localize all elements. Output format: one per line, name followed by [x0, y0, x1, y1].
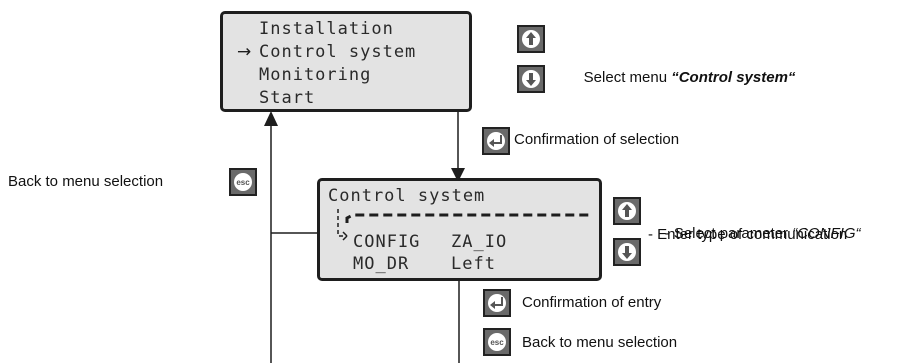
up-arrow-icon — [618, 202, 636, 220]
up-key-config[interactable] — [613, 197, 641, 225]
param-config: CONFIG — [353, 232, 421, 252]
menu-item-installation: Installation — [259, 19, 394, 39]
down-arrow-icon — [618, 243, 636, 261]
enter-icon — [487, 132, 505, 150]
esc-key-bottom[interactable]: esc — [483, 328, 511, 356]
down-arrow-icon — [522, 70, 540, 88]
down-key-config[interactable] — [613, 238, 641, 266]
down-key[interactable] — [517, 65, 545, 93]
enter-type-label: - Enter type of communication — [648, 226, 848, 243]
esc-key-text: esc — [490, 338, 504, 347]
value-za-io: ZA_IO — [451, 232, 508, 252]
menu-item-start: Start — [259, 88, 316, 108]
control-system-display: Control system CONFIG ZA_IO MO_DR Left — [317, 178, 602, 281]
enter-icon — [488, 294, 506, 312]
value-left: Left — [451, 254, 496, 274]
back-arrow-head — [264, 111, 278, 126]
esc-icon: esc — [488, 333, 506, 351]
up-key[interactable] — [517, 25, 545, 53]
main-menu-display: → Installation Control system Monitoring… — [220, 11, 472, 112]
arrow-to-submenu-head — [451, 168, 465, 182]
select-parameter-prefix: - Select parameter — [664, 225, 793, 242]
up-arrow-icon — [522, 30, 540, 48]
back-to-menu-bottom-label: Back to menu selection — [522, 334, 678, 351]
selection-arrow: → — [237, 42, 252, 62]
select-menu-prefix: Select menu — [583, 69, 672, 86]
esc-key-text: esc — [236, 178, 250, 187]
menu-item-monitoring: Monitoring — [259, 65, 372, 85]
select-menu-label: Select menu “Control system“ — [567, 51, 796, 105]
esc-icon: esc — [234, 173, 252, 191]
enter-key-entry[interactable] — [483, 289, 511, 317]
submenu-title: Control system — [328, 186, 486, 206]
back-to-menu-left-label: Back to menu selection — [8, 173, 164, 190]
confirmation-of-entry-label: Confirmation of entry — [522, 294, 662, 311]
menu-item-control-system: Control system — [259, 42, 417, 62]
select-menu-name: “Control system“ — [671, 69, 796, 86]
select-parameter-name: “CONFIG“ — [792, 225, 861, 242]
confirmation-of-selection-label: Confirmation of selection — [514, 131, 680, 148]
enter-key-selection[interactable] — [482, 127, 510, 155]
param-mo-dr: MO_DR — [353, 254, 410, 274]
cursor-dashed-path — [337, 209, 589, 241]
select-parameter-label: - Select parameter “CONFIG“ — [648, 207, 861, 261]
esc-key-left[interactable]: esc — [229, 168, 257, 196]
